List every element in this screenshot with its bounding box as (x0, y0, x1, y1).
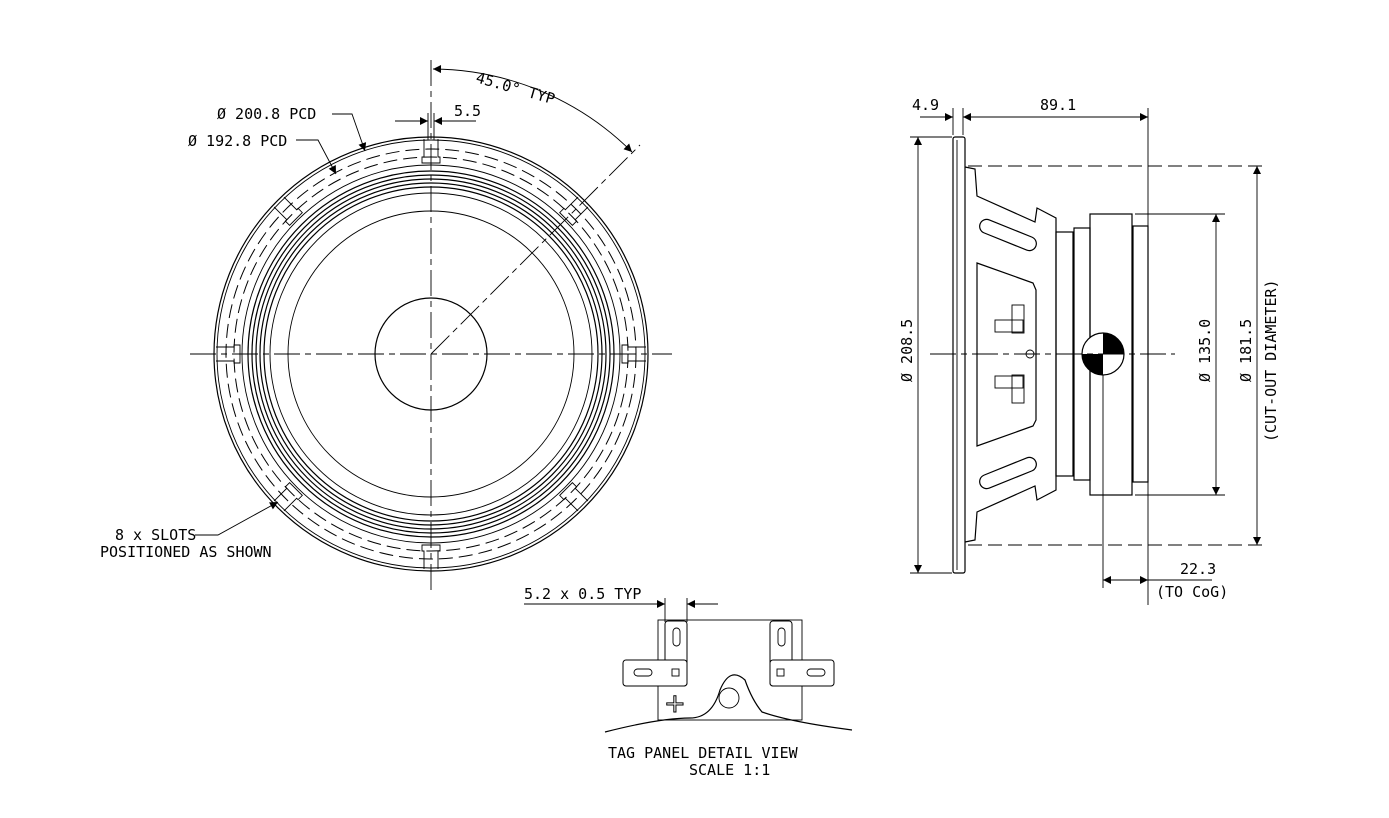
pcd-outer-label: Ø 200.8 PCD (217, 105, 316, 123)
slot-width-label: 5.5 (454, 102, 481, 120)
flange-thickness-label: 4.9 (912, 96, 939, 114)
tag-panel-base (604, 674, 853, 733)
slots-label-line2: POSITIONED AS SHOWN (100, 543, 272, 561)
angle-dimension (432, 65, 633, 153)
vent-slot-top (979, 218, 1037, 252)
mounting-flange (952, 136, 966, 574)
depth-label: 89.1 (1040, 96, 1076, 114)
diagonal-centreline (430, 144, 641, 355)
side-view: 4.9 89.1 Ø 208.5 Ø 135.0 Ø 181.5 (CUT-OU… (898, 96, 1280, 605)
outer-diameter-label: Ø 208.5 (898, 319, 916, 382)
cog-distance-label: 22.3 (1180, 560, 1216, 578)
magnet-diameter-label: Ø 135.0 (1196, 319, 1214, 382)
tag-panel-scale: SCALE 1:1 (689, 761, 770, 779)
front-view: 45.0° TYP 5.5 Ø 200.8 PCD Ø 192.8 PCD 8 … (100, 60, 672, 590)
terminal-window (976, 262, 1037, 447)
cutout-diameter-caption: (CUT-OUT DIAMETER) (1262, 279, 1280, 442)
vent-slot-bottom (979, 456, 1037, 490)
tag-size-label: 5.2 x 0.5 TYP (524, 585, 641, 603)
basket (964, 166, 1057, 543)
positive-terminal-icon: + (664, 689, 686, 719)
pcd-inner-label: Ø 192.8 PCD (188, 132, 287, 150)
cog-caption: (TO CoG) (1156, 583, 1228, 601)
angle-label: 45.0° TYP (474, 69, 557, 109)
tag-left (622, 620, 688, 687)
tag-right (769, 620, 835, 687)
tag-panel-detail: 5.2 x 0.5 TYP + TAG PANEL DETAIL VIEW SC… (524, 585, 853, 779)
slots-label-line1: 8 x SLOTS (115, 526, 196, 544)
tag-panel-title: TAG PANEL DETAIL VIEW (608, 744, 799, 762)
cutout-diameter-label: Ø 181.5 (1237, 319, 1255, 382)
